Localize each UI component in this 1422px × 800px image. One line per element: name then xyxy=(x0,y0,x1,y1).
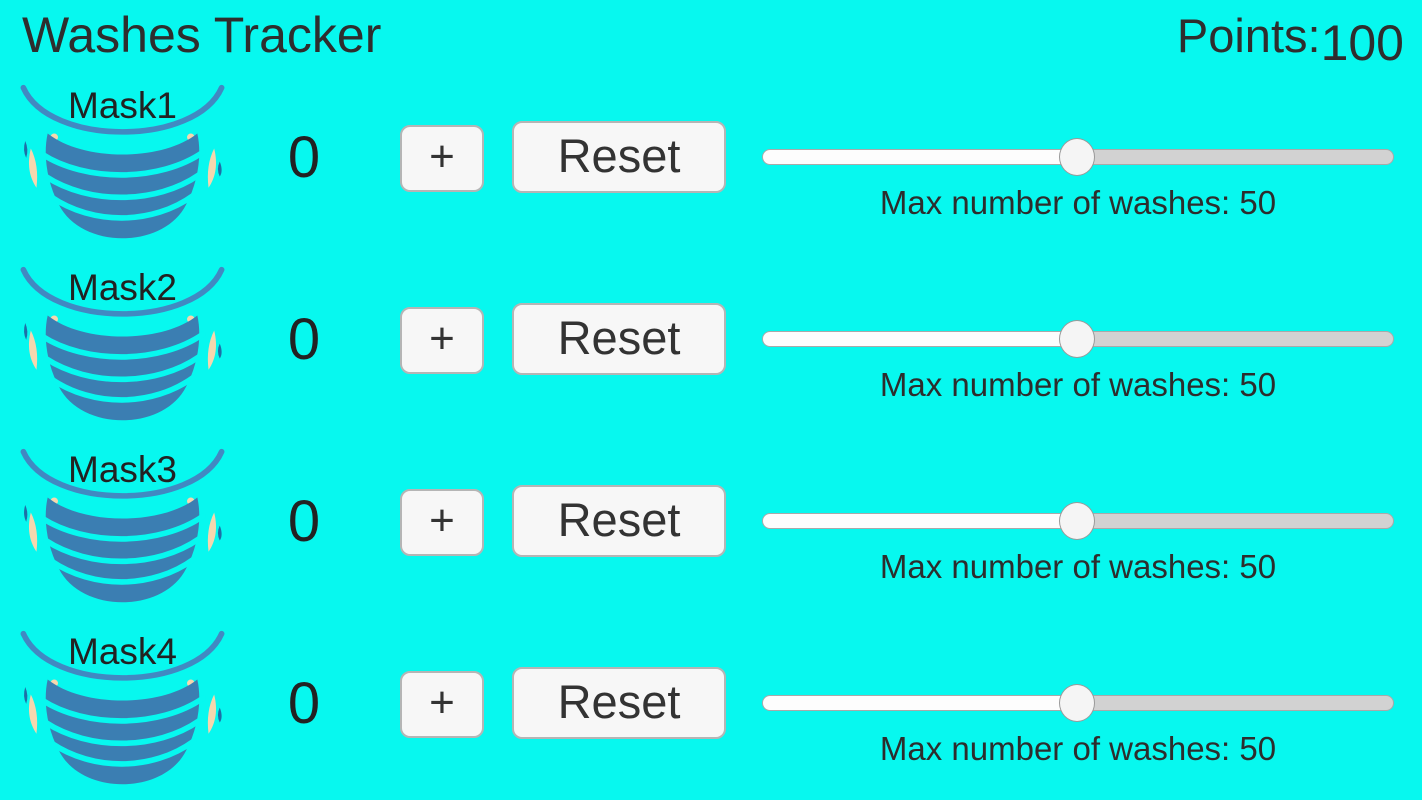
reset-button[interactable]: Reset xyxy=(512,667,726,739)
mask-image: Mask4 xyxy=(10,629,235,788)
reset-button[interactable]: Reset xyxy=(512,303,726,375)
mask-icon xyxy=(20,266,225,421)
increment-button[interactable]: + xyxy=(400,307,484,374)
max-washes-slider[interactable] xyxy=(762,317,1394,358)
points-label: Points: xyxy=(1176,9,1321,62)
reset-button[interactable]: Reset xyxy=(512,485,726,557)
mask-name: Mask2 xyxy=(68,267,177,308)
max-washes-slider[interactable] xyxy=(762,135,1394,176)
max-washes-label: Max number of washes: 50 xyxy=(879,730,1277,767)
slider-thumb[interactable] xyxy=(1059,502,1095,540)
max-washes-slider[interactable] xyxy=(762,499,1394,540)
increment-button[interactable]: + xyxy=(400,125,484,192)
slider-thumb[interactable] xyxy=(1059,320,1095,358)
wash-count: 0 xyxy=(287,307,321,372)
increment-button[interactable]: + xyxy=(400,489,484,556)
mask-icon xyxy=(20,84,225,239)
wash-count: 0 xyxy=(287,671,321,736)
mask-icon xyxy=(20,630,225,785)
wash-count: 0 xyxy=(287,125,321,190)
page-title: Washes Tracker xyxy=(22,7,382,63)
slider-thumb[interactable] xyxy=(1059,684,1095,722)
max-washes-label: Max number of washes: 50 xyxy=(879,184,1277,221)
mask-image: Mask1 xyxy=(10,83,235,242)
points-value: 100 xyxy=(1320,15,1404,71)
mask-image: Mask2 xyxy=(10,265,235,424)
reset-button[interactable]: Reset xyxy=(512,121,726,193)
mask-icon xyxy=(20,448,225,603)
max-washes-label: Max number of washes: 50 xyxy=(879,548,1277,585)
mask-name: Mask1 xyxy=(68,85,177,126)
max-washes-slider[interactable] xyxy=(762,681,1394,722)
increment-button[interactable]: + xyxy=(400,671,484,738)
points-display: Points:100 xyxy=(1176,4,1404,71)
mask-row: Mask3 0 + Reset Max number of washes: 50 xyxy=(0,439,1422,621)
mask-row: Mask4 0 + Reset Max number of washes: 50 xyxy=(0,621,1422,800)
slider-thumb[interactable] xyxy=(1059,138,1095,176)
max-washes-label: Max number of washes: 50 xyxy=(879,366,1277,403)
mask-name: Mask4 xyxy=(68,631,177,672)
wash-count: 0 xyxy=(287,489,321,554)
mask-name: Mask3 xyxy=(68,449,177,490)
mask-row: Mask1 0 + Reset Max number of washes: 50 xyxy=(0,75,1422,257)
mask-image: Mask3 xyxy=(10,447,235,606)
mask-row: Mask2 0 + Reset Max number of washes: 50 xyxy=(0,257,1422,439)
